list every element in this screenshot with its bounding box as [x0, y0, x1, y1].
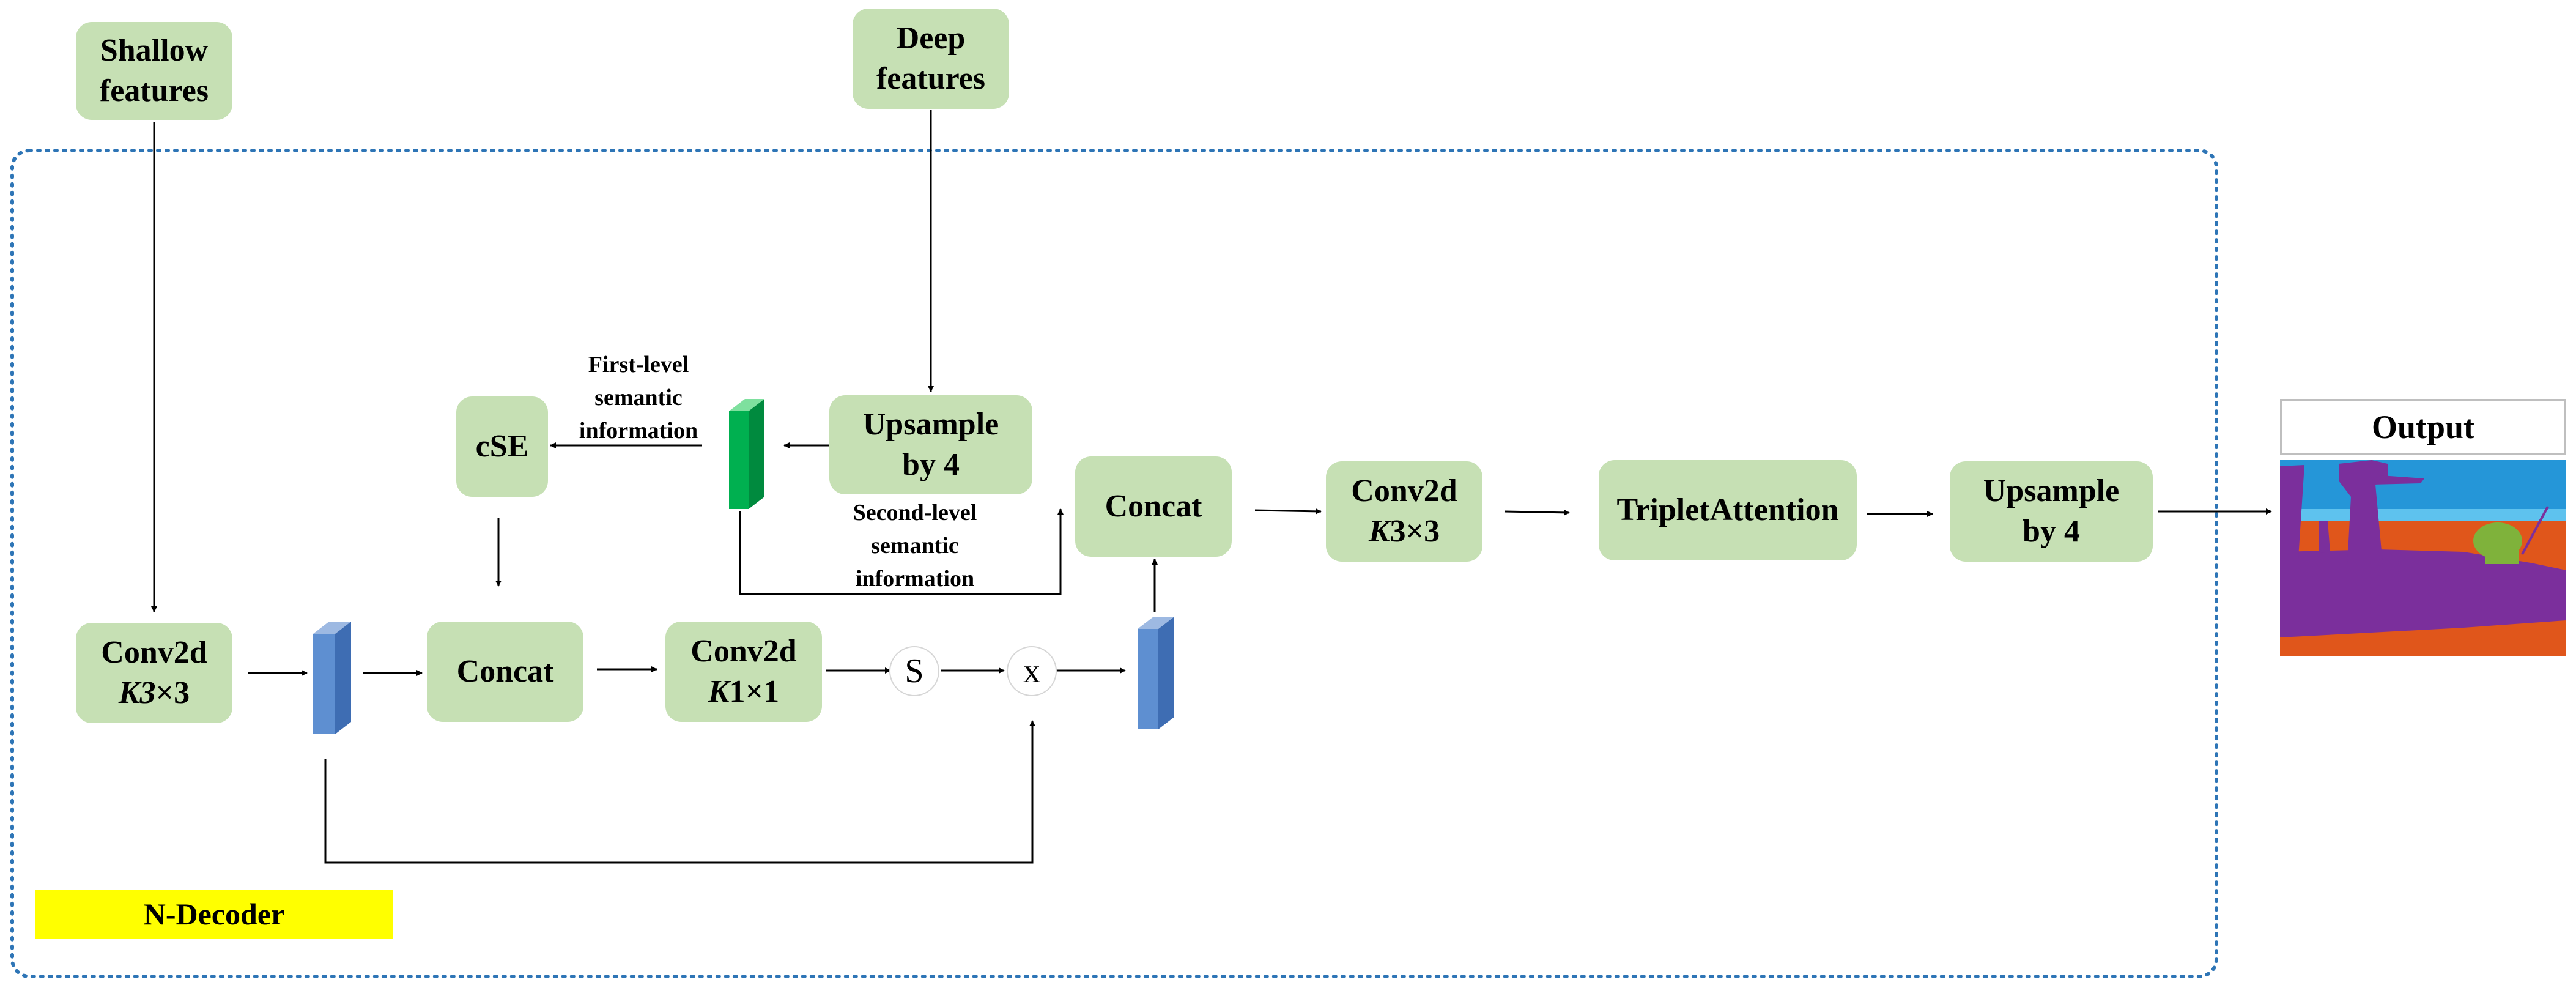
second-level-semantic-label: Second-level semantic information	[853, 500, 977, 592]
deep-features-block: Deep features	[853, 9, 1009, 109]
first-level-semantic-label: First-level semantic information	[579, 352, 698, 444]
arrow-skip-to-x	[324, 720, 1035, 864]
conv-left-kernel: K3×3	[118, 675, 190, 710]
upsample-top-block: Upsample by 4	[829, 395, 1032, 494]
shallow-features-block: Shallow features	[76, 22, 232, 120]
conv2d-1x1-block: Conv2d K1×1	[665, 622, 822, 722]
conv2d-3x3-left-block: Conv2d K3×3	[76, 623, 232, 723]
conv-left-name: Conv2d	[101, 634, 207, 670]
arrow-conv-to-triplet	[1504, 509, 1570, 516]
n-decoder-label: N-Decoder	[35, 890, 393, 939]
cse-block: cSE	[456, 396, 548, 497]
concat-mid-block: Concat	[1075, 456, 1232, 557]
concat-low-block: Concat	[427, 622, 583, 722]
output-title: Output	[2280, 399, 2566, 455]
arrow-green-to-concat-mid	[739, 508, 1064, 595]
n-decoder-border	[10, 149, 2218, 978]
conv-right-name: Conv2d	[1351, 473, 1457, 508]
sigmoid-operator: S	[889, 646, 939, 696]
conv2d-3x3-right-block: Conv2d K3×3	[1326, 461, 1482, 562]
conv-1x1-kernel: K1×1	[708, 674, 780, 709]
multiply-operator: x	[1007, 646, 1057, 696]
conv-1x1-name: Conv2d	[690, 633, 797, 669]
segmentation-map-image	[2280, 460, 2566, 656]
upsample-right-block: Upsample by 4	[1950, 461, 2153, 562]
arrow-concat-to-conv	[1254, 508, 1322, 515]
conv-right-kernel: K3×3	[1368, 514, 1440, 549]
triplet-attention-block: TripletAttention	[1599, 460, 1857, 560]
